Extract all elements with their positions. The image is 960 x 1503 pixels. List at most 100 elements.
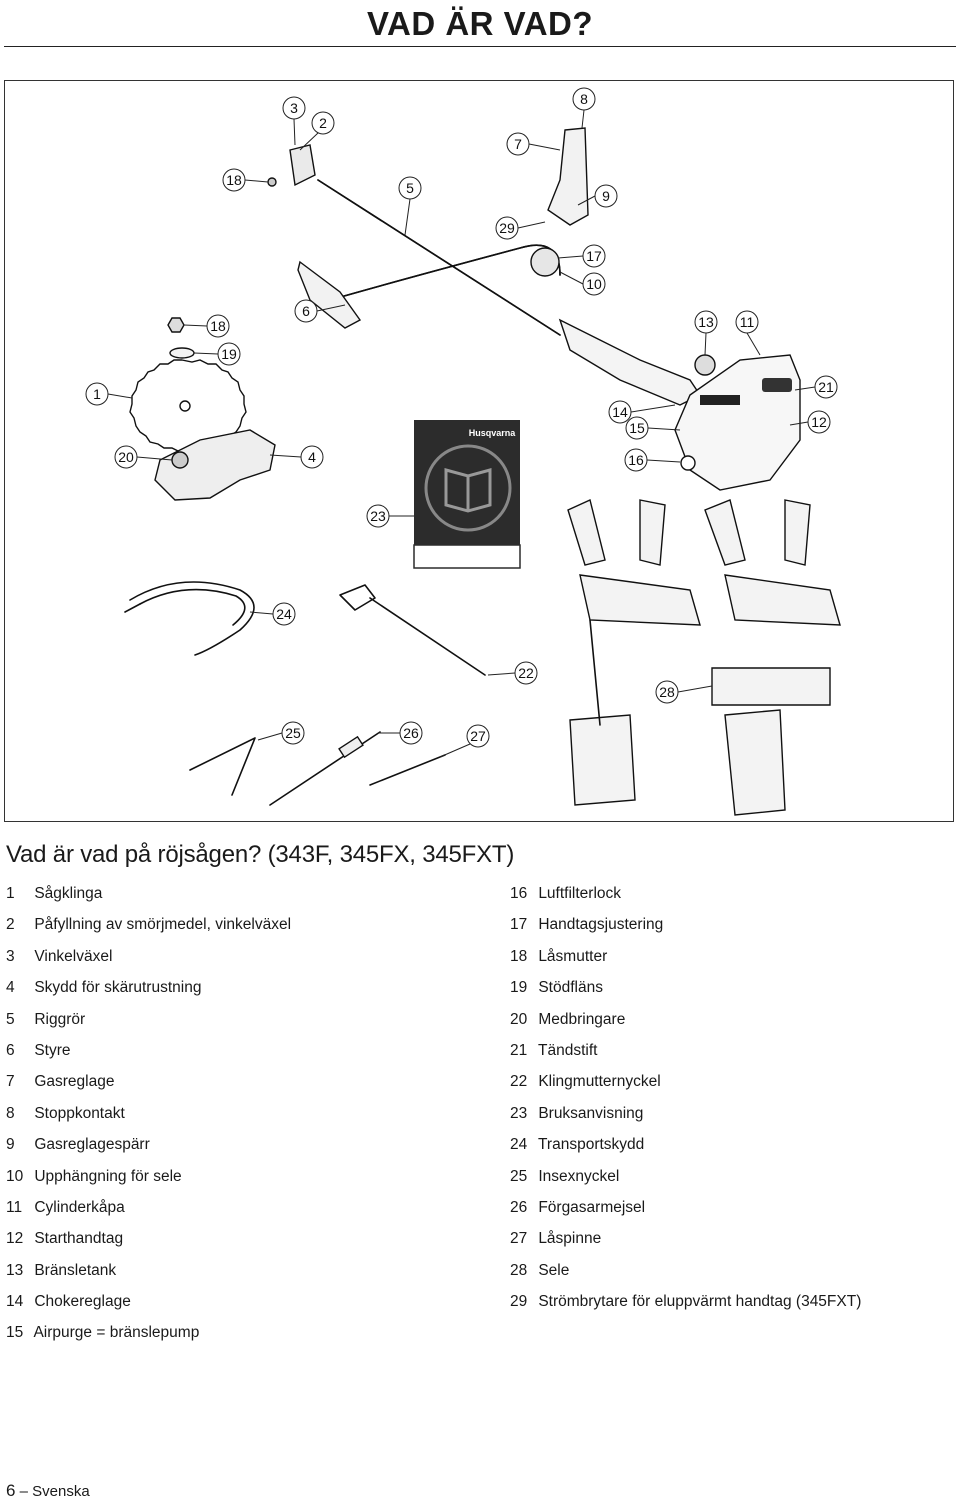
- parts-list-item: 4 Skydd för skärutrustning: [6, 976, 476, 1007]
- parts-list-item: 25 Insexnyckel: [510, 1165, 950, 1196]
- harness-drawings: [567, 499, 841, 816]
- part-number: 15: [6, 1324, 24, 1342]
- callout-18-top: 18: [222, 168, 269, 192]
- callout-14: 14: [608, 400, 676, 424]
- part-number: 16: [510, 885, 528, 902]
- part-number: 12: [6, 1230, 24, 1248]
- parts-list-item: 11 Cylinderkåpa: [6, 1196, 476, 1227]
- part-label: Gasreglagespärr: [34, 1136, 150, 1154]
- part-number: 25: [510, 1167, 528, 1185]
- part-label: Strömbrytare för eluppvärmt handtag (345…: [538, 1293, 862, 1311]
- part-number: 14: [6, 1293, 24, 1311]
- part-number: 2: [6, 916, 15, 934]
- svg-text:5: 5: [406, 180, 414, 196]
- svg-text:28: 28: [659, 684, 675, 700]
- svg-text:29: 29: [499, 220, 515, 236]
- parts-list-item: 23 Bruksanvisning: [510, 1102, 950, 1133]
- callout-4: 4: [269, 445, 324, 469]
- part-label: Stödfläns: [538, 979, 603, 997]
- callout-28: 28: [655, 680, 713, 704]
- svg-text:18: 18: [210, 318, 226, 334]
- part-number: 24: [510, 1136, 528, 1154]
- part-number: 13: [6, 1261, 24, 1279]
- part-number: 20: [510, 1010, 528, 1028]
- part-label: Luftfilterlock: [538, 885, 622, 902]
- callout-23: 23: [366, 504, 414, 528]
- part-number: 4: [6, 979, 15, 997]
- part-number: 22: [510, 1073, 528, 1091]
- svg-text:14: 14: [612, 404, 628, 420]
- callout-26: 26: [378, 721, 423, 745]
- blade-assembly: [129, 317, 276, 501]
- part-label: Medbringare: [538, 1010, 626, 1028]
- part-label: Transportskydd: [538, 1136, 645, 1154]
- section-heading: Vad är vad på röjsågen? (343F, 345FX, 34…: [6, 841, 515, 868]
- callout-11: 11: [735, 310, 761, 356]
- parts-list-item: 27 Låspinne: [510, 1227, 950, 1258]
- part-number: 1: [6, 885, 15, 902]
- part-label: Förgasarmejsel: [538, 1198, 646, 1216]
- part-number: 23: [510, 1104, 528, 1122]
- part-label: Skydd för skärutrustning: [34, 979, 202, 997]
- part-number: 10: [6, 1167, 24, 1185]
- svg-text:6: 6: [302, 303, 310, 319]
- callout-8: 8: [572, 87, 596, 129]
- part-number: 7: [6, 1073, 15, 1091]
- callout-19: 19: [193, 342, 241, 366]
- part-label: Cylinderkåpa: [34, 1198, 125, 1216]
- parts-list-item: 14 Chokereglage: [6, 1290, 476, 1321]
- parts-list-item: 24 Transportskydd: [510, 1133, 950, 1164]
- part-label: Chokereglage: [34, 1293, 131, 1311]
- svg-text:9: 9: [602, 188, 610, 204]
- parts-list-item: 18 Låsmutter: [510, 945, 950, 976]
- parts-list-item: 7 Gasreglage: [6, 1070, 476, 1101]
- callout-25: 25: [257, 721, 305, 745]
- part-label: Gasreglage: [34, 1073, 115, 1091]
- part-label: Airpurge = bränslepump: [33, 1324, 200, 1342]
- transport-guard: [124, 581, 255, 656]
- part-number: 9: [6, 1136, 15, 1154]
- svg-text:2: 2: [319, 115, 327, 131]
- svg-text:12: 12: [811, 414, 827, 430]
- part-label: Tändstift: [538, 1041, 598, 1059]
- svg-text:21: 21: [818, 379, 834, 395]
- parts-list-item: 26 Förgasarmejsel: [510, 1196, 950, 1227]
- parts-list-item: 28 Sele: [510, 1259, 950, 1290]
- part-number: 19: [510, 979, 528, 997]
- manual-booklet: Husqvarna: [413, 420, 521, 569]
- callout-18-bottom: 18: [183, 314, 230, 338]
- parts-list-item: 13 Bränsletank: [6, 1259, 476, 1290]
- parts-list-item: 6 Styre: [6, 1039, 476, 1070]
- parts-list-item: 16 Luftfilterlock: [510, 882, 950, 913]
- svg-text:11: 11: [740, 314, 755, 330]
- svg-text:8: 8: [580, 91, 588, 107]
- callout-2: 2: [299, 111, 335, 151]
- page-number: 6: [6, 1481, 16, 1500]
- part-number: 29: [510, 1293, 528, 1311]
- callout-3: 3: [282, 96, 306, 146]
- parts-figure-frame: [4, 80, 954, 822]
- callout-5: 5: [398, 176, 422, 236]
- part-number: 5: [6, 1010, 15, 1028]
- part-label: Stoppkontakt: [34, 1104, 125, 1122]
- part-number: 26: [510, 1198, 528, 1216]
- svg-text:26: 26: [403, 725, 419, 741]
- part-label: Bränsletank: [34, 1261, 117, 1279]
- callout-24: 24: [249, 602, 296, 626]
- parts-list-left: 1 Sågklinga 2 Påfyllning av smörjmedel, …: [6, 882, 476, 1353]
- callout-29: 29: [495, 216, 546, 240]
- parts-list-item: 22 Klingmutternyckel: [510, 1070, 950, 1101]
- parts-list-item: 1 Sågklinga: [6, 882, 476, 913]
- trimmer-drawing: [267, 127, 801, 491]
- part-number: 8: [6, 1104, 15, 1122]
- part-number: 6: [6, 1041, 15, 1059]
- svg-text:10: 10: [586, 276, 602, 292]
- part-number: 27: [510, 1230, 528, 1248]
- part-number: 3: [6, 947, 15, 965]
- parts-list-item: 15 Airpurge = bränslepump: [6, 1321, 476, 1352]
- svg-text:27: 27: [470, 728, 486, 744]
- page-footer: 6 – Svenska: [6, 1480, 90, 1503]
- tools-drawing: [189, 584, 486, 806]
- svg-text:15: 15: [629, 420, 645, 436]
- parts-list-item: 19 Stödfläns: [510, 976, 950, 1007]
